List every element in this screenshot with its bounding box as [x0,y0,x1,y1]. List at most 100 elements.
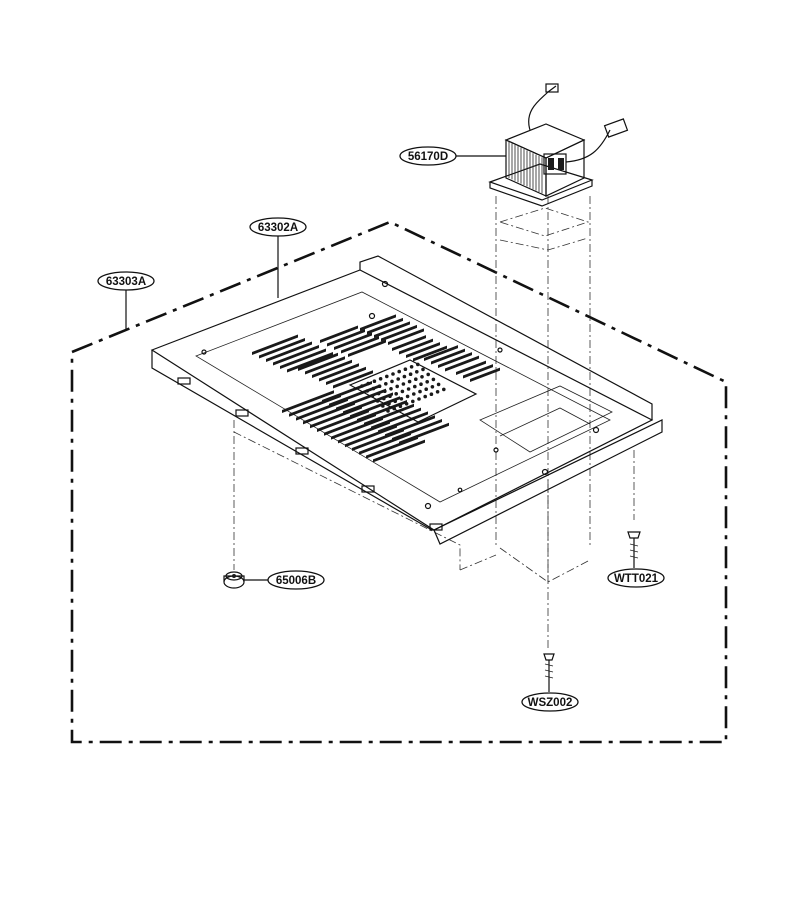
mesh-hole [398,404,403,409]
vent-slot [463,364,493,379]
transformer [488,83,629,207]
mesh-hole [426,372,431,377]
mesh-hole [420,375,424,379]
mesh-hole [403,367,408,372]
vent-slot [385,415,435,438]
mesh-hole [386,409,390,413]
vent-slot [406,342,440,358]
screw-wsz002 [543,653,555,682]
vent-slot [341,336,379,354]
mesh-hole [413,384,417,389]
mesh-hole [401,382,406,386]
mesh-hole [418,389,422,394]
mesh-hole [383,389,387,394]
mesh-hole [399,397,404,401]
vent-slot [445,355,479,372]
vent-slot [399,422,449,445]
vent-slot [343,392,393,415]
mesh-hole [365,389,370,393]
callout-63303A: 63303A [97,271,155,291]
mesh-hole [409,365,414,369]
vent-slot [438,352,472,368]
vent-slot [298,352,338,371]
vent-slot [374,321,410,338]
mesh-hole [411,399,415,404]
mesh-hole [396,377,401,381]
vent-slot [312,359,352,378]
vent-slot [350,396,400,419]
vent-slot [333,370,373,389]
vent-slot [259,338,305,359]
vent-slot [252,334,298,355]
vent-slot [392,335,426,351]
mesh-hole [382,396,386,401]
mesh-hole [435,390,440,394]
mesh-hole [375,399,380,403]
callout-63302A: 63302A [249,217,307,237]
vent-slot [381,324,417,342]
mesh-hole [377,384,382,389]
mesh-hole [366,381,371,386]
callout-65006B: 65006B [267,570,325,590]
vent-slot [326,366,366,385]
leader-lines [125,155,550,692]
mesh-hole [385,374,389,379]
vent-slot [357,400,407,422]
mesh-hole [405,394,410,399]
mesh-hole [392,406,397,411]
vent-slot [327,329,365,347]
mesh-hole [423,394,428,399]
vent-slot [319,363,359,382]
mesh-hole [400,389,405,394]
vent-slot [348,339,386,357]
mesh-hole [402,374,407,379]
mesh-hole [442,387,446,392]
mesh-hole [393,399,398,404]
mesh-hole [419,382,423,387]
vent-slot [282,390,334,413]
vent-slot [364,403,414,426]
vent-slot [373,439,425,463]
vent-slot [280,348,326,369]
mesh-hole [436,382,441,387]
mesh-hole [415,370,419,374]
callout-WTT021: WTT021 [607,568,665,588]
mesh-hole [406,387,411,391]
mesh-hole [390,379,394,384]
mesh-hole [424,387,429,392]
part-label: 65006B [276,575,316,587]
vent-slot [266,341,312,362]
vent-slot [273,345,319,366]
mesh-hole [391,372,395,376]
callout-WSZ002: WSZ002 [521,692,579,712]
part-label: 63302A [258,222,298,234]
vent-slot [470,367,500,382]
screw-wtt021 [627,531,641,568]
assembly-boundary [70,220,728,744]
vent-slot [371,407,421,430]
foot-bumper [223,571,245,589]
mesh-hole [394,392,399,396]
vent-slot [392,419,442,441]
vent-slot [388,328,424,345]
mesh-hole [430,385,435,389]
vent-slot [413,345,447,362]
mesh-hole [417,397,421,401]
vent-slot [431,348,465,365]
mesh-hole [378,377,383,381]
part-label: 56170D [408,151,448,163]
mesh-hole [381,404,385,408]
mesh-hole [384,382,388,386]
projection-guides [233,196,635,650]
grille-mesh [348,359,478,423]
vent-slot [399,338,433,355]
mesh-hole [412,392,416,396]
vent-slot [456,360,486,375]
vent-slot [367,317,403,335]
part-label: WTT021 [614,573,659,585]
mesh-hole [421,367,425,372]
vent-slot [322,381,372,403]
mesh-hole [425,380,430,384]
mesh-hole [395,384,400,389]
mesh-hole [404,402,409,406]
